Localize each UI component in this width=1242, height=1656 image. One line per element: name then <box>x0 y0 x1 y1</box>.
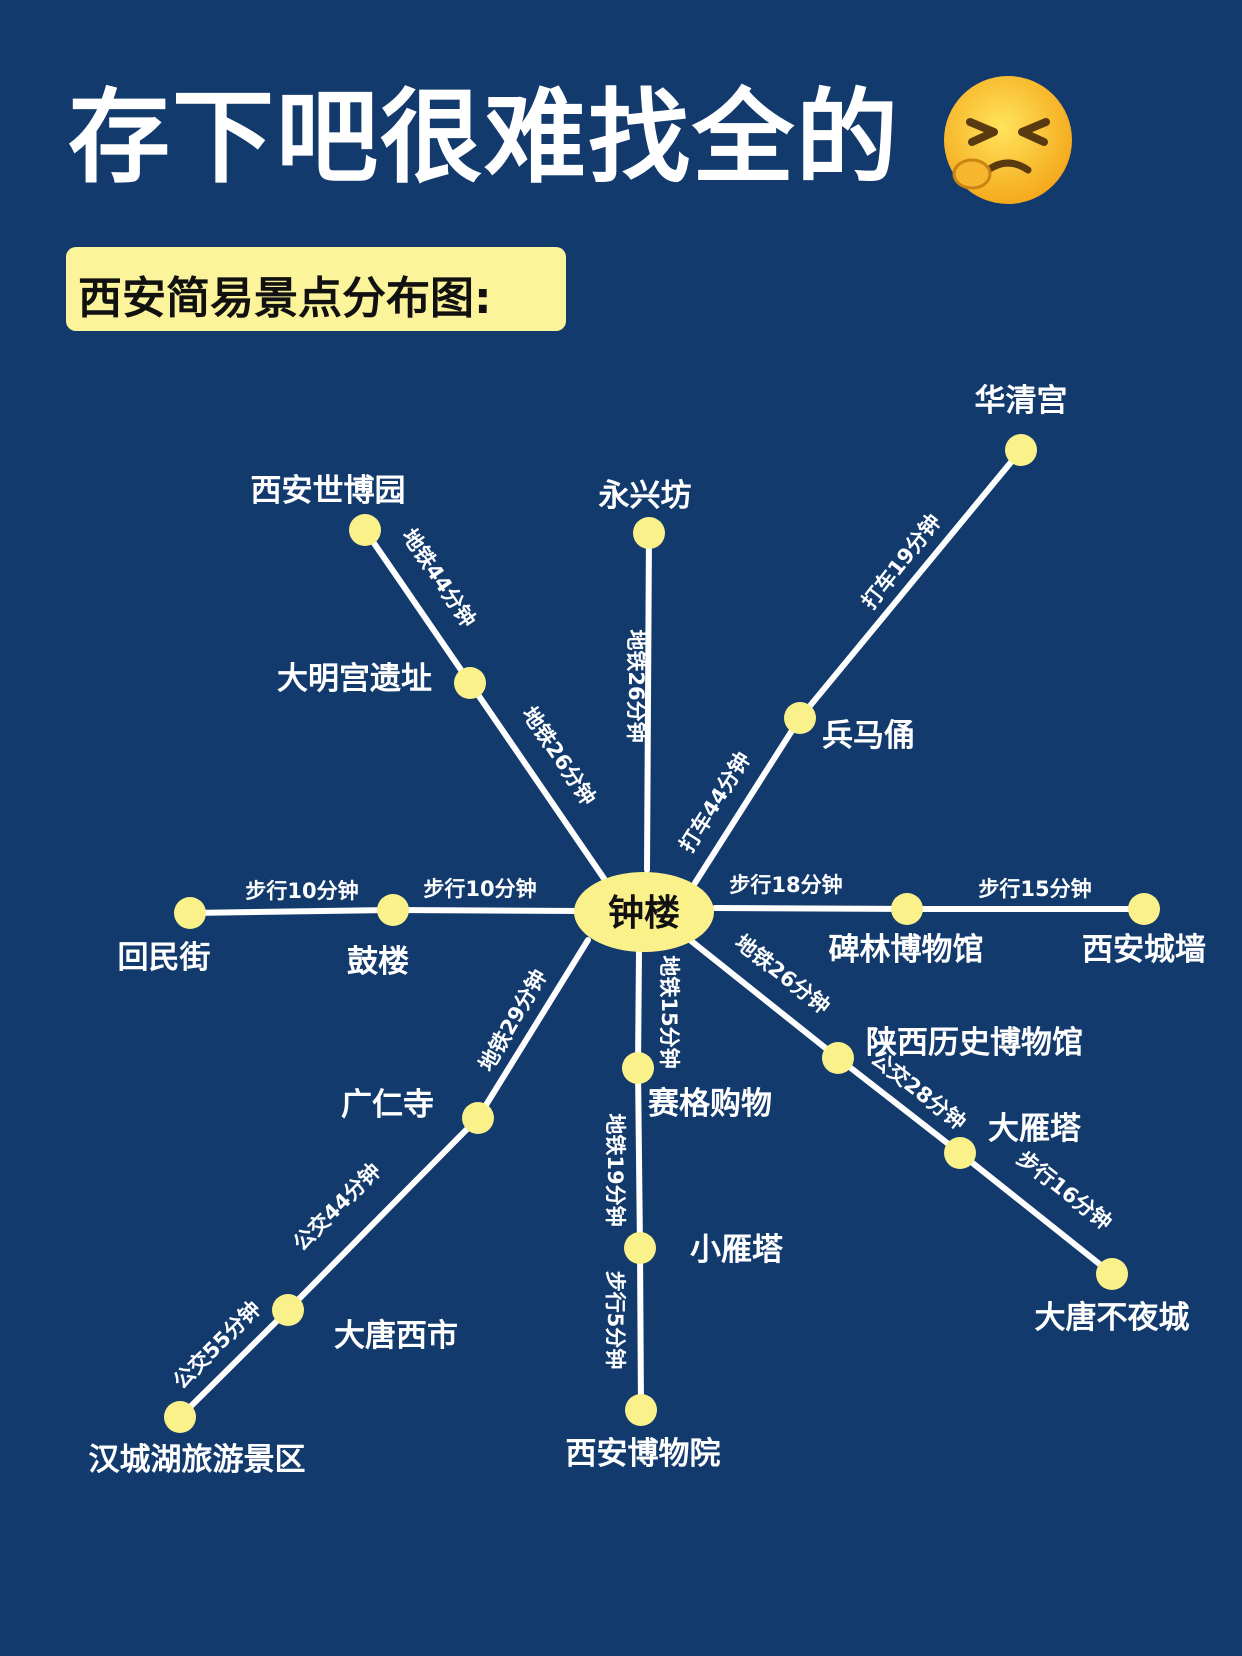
subtitle-banner <box>66 247 566 331</box>
edge-label-dayanta-buye: 步行16分钟 <box>1012 1146 1116 1235</box>
node-label-beilin: 碑林博物馆 <box>829 932 984 968</box>
node-dot-chengqiang[interactable] <box>1128 893 1160 925</box>
node-label-yongxingfang: 永兴坊 <box>599 478 692 514</box>
emoji-icon <box>944 76 1072 204</box>
edge-label-yongxingfang-hub: 地铁26分钟 <box>624 629 648 742</box>
edge-label-hub-shaanxi: 地铁26分钟 <box>730 930 834 1019</box>
edge-line-hub-beilin <box>712 905 910 912</box>
node-label-datang-buye: 大唐不夜城 <box>1035 1300 1190 1336</box>
node-label-bingmayong: 兵马俑 <box>822 718 915 754</box>
node-dot-huiminjie[interactable] <box>174 897 206 929</box>
node-label-shiboyuan: 西安世博园 <box>251 473 406 509</box>
edge-line-hub-guangrensi <box>475 937 591 1121</box>
edge-label-hub-beilin: 步行18分钟 <box>729 873 842 897</box>
edge-label-beilin-chengqiang: 步行15分钟 <box>978 877 1091 901</box>
node-dot-hanchenghu[interactable] <box>164 1401 196 1433</box>
edge-label-saige-xiaoyanta: 地铁19分钟 <box>603 1113 627 1226</box>
edge-label-hub-saige: 地铁15分钟 <box>657 955 681 1068</box>
node-dot-shiboyuan[interactable] <box>349 514 381 546</box>
edge-line-saige-xiaoyanta <box>635 1065 643 1251</box>
node-label-shaanxi-museum: 陕西历史博物馆 <box>866 1025 1083 1061</box>
edge-line-hub-saige <box>635 947 642 1071</box>
edge-line-huaqinggong-bingmayong <box>797 447 1024 721</box>
node-label-saige: 赛格购物 <box>648 1086 772 1122</box>
node-dot-guangrensi[interactable] <box>462 1102 494 1134</box>
edge-label-shiboyuan-daminggong: 地铁44分钟 <box>397 524 480 631</box>
edge-line-hub-shaanxi <box>687 937 841 1061</box>
edge-line-gulou-hub <box>390 907 583 914</box>
node-label-xian-museum: 西安博物院 <box>566 1436 721 1472</box>
node-dot-yongxingfang[interactable] <box>633 517 665 549</box>
edge-line-shiboyuan-daminggong <box>362 527 473 686</box>
node-dot-datang-buye[interactable] <box>1096 1258 1128 1290</box>
edge-line-daminggong-hub <box>467 680 608 883</box>
edge-line-yongxingfang-hub <box>644 530 652 873</box>
node-label-huiminjie: 回民街 <box>118 940 211 976</box>
node-dot-saige[interactable] <box>622 1052 654 1084</box>
node-dot-datang-xishi[interactable] <box>272 1294 304 1326</box>
edge-line-guangrensi-xishi <box>285 1115 481 1313</box>
node-label-datang-xishi: 大唐西市 <box>334 1318 458 1354</box>
hub-bell-tower[interactable] <box>574 872 714 952</box>
node-label-chengqiang: 西安城墙 <box>1082 932 1206 968</box>
edge-label-guangrensi-xishi: 公交44分钟 <box>289 1159 386 1256</box>
page-title-text: 存下吧很难找全的 <box>68 79 900 198</box>
node-label-hanchenghu: 汉城湖旅游景区 <box>89 1442 306 1478</box>
node-dot-bingmayong[interactable] <box>784 702 816 734</box>
edge-label-xiaoyanta-museum: 步行5分钟 <box>603 1271 627 1370</box>
node-dot-dayanta[interactable] <box>944 1137 976 1169</box>
node-label-gulou: 鼓楼 <box>347 944 409 980</box>
node-label-xiaoyanta: 小雁塔 <box>690 1232 784 1268</box>
edge-line-huiminjie-gulou <box>187 907 396 916</box>
edge-line-xishi-hanchenghu <box>177 1307 291 1420</box>
node-dot-beilin[interactable] <box>891 893 923 925</box>
node-dot-daminggong[interactable] <box>454 667 486 699</box>
node-label-huaqinggong: 华清宫 <box>975 383 1068 419</box>
node-dot-gulou[interactable] <box>377 894 409 926</box>
node-dot-xiaoyanta[interactable] <box>624 1232 656 1264</box>
edge-line-xiaoyanta-museum <box>637 1245 644 1413</box>
edge-line-bingmayong-hub <box>692 715 803 886</box>
node-dot-huaqinggong[interactable] <box>1005 434 1037 466</box>
subtitle-text: 西安简易景点分布图: <box>78 273 492 324</box>
edge-label-huiminjie-gulou: 步行10分钟 <box>245 879 358 903</box>
node-label-daminggong: 大明宫遗址 <box>277 661 432 697</box>
edge-line-dayanta-buye <box>957 1150 1115 1277</box>
edge-label-gulou-hub: 步行10分钟 <box>423 877 536 901</box>
node-dot-xian-museum[interactable] <box>625 1394 657 1426</box>
node-label-guangrensi: 广仁寺 <box>341 1087 434 1123</box>
node-dot-shaanxi-museum[interactable] <box>822 1042 854 1074</box>
page-title: 存下吧很难找全的 <box>68 78 900 200</box>
edge-label-daminggong-hub: 地铁26分钟 <box>517 702 600 809</box>
edge-line-shaanxi-dayanta <box>835 1055 963 1156</box>
hub-label: 钟楼 <box>608 893 680 934</box>
node-label-dayanta: 大雁塔 <box>988 1111 1082 1147</box>
